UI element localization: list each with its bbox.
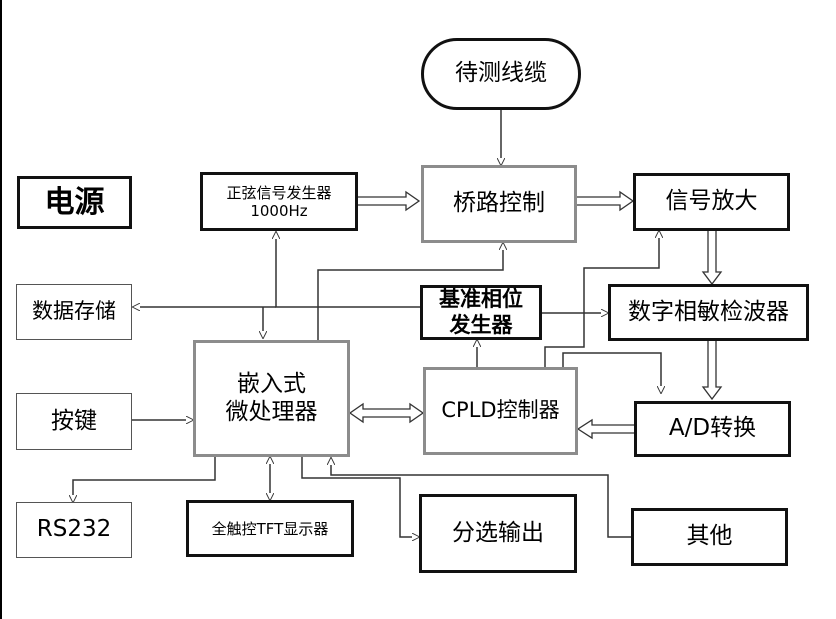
node-reference-phase-generator: 基准相位 发生器 <box>420 285 542 340</box>
node-other-label: 其他 <box>686 523 733 550</box>
node-amp-label: 信号放大 <box>665 188 758 215</box>
node-signal-amplifier: 信号放大 <box>633 173 790 231</box>
node-cable-label: 待测线缆 <box>455 60 547 87</box>
arrow-cpld-to-adc <box>562 352 661 393</box>
node-rs232-label: RS232 <box>36 516 112 543</box>
double-arrow-mcu-cpld <box>348 402 425 424</box>
node-embedded-microprocessor: 嵌入式 微处理器 <box>193 340 350 457</box>
node-sort-output: 分选输出 <box>419 494 577 573</box>
node-sine-label-line1: 正弦信号发生器 <box>226 183 332 202</box>
arrow-mcu-to-bridge <box>317 243 503 340</box>
arrow-other-to-mcu <box>331 458 631 538</box>
arrow-mcu-to-sort <box>301 455 419 537</box>
node-power-label: 电源 <box>44 184 105 220</box>
node-sine-generator: 正弦信号发生器 1000Hz <box>200 172 358 231</box>
node-sine-label-line2: 1000Hz <box>250 201 308 220</box>
node-data-storage: 数据存储 <box>16 284 132 340</box>
node-bridge-control: 桥路控制 <box>421 165 577 243</box>
node-bridge-label: 桥路控制 <box>453 190 545 217</box>
left-border-rule <box>0 0 2 619</box>
double-arrow-bridge-to-amp <box>577 190 635 212</box>
arrow-mcu-to-rs232 <box>73 455 216 502</box>
node-ad-converter: A/D转换 <box>634 401 791 457</box>
node-psd-label: 数字相敏检波器 <box>628 298 789 325</box>
node-mcu-label-line1: 嵌入式 <box>237 370 306 397</box>
node-digital-phase-detector: 数字相敏检波器 <box>608 284 809 341</box>
node-phase-label-line1: 基准相位 <box>439 287 523 312</box>
node-keys-label: 按键 <box>51 407 97 434</box>
arrow-cpld-to-amp <box>544 231 659 367</box>
node-touch-tft-display: 全触控TFT显示器 <box>186 500 354 557</box>
node-cpld-label: CPLD控制器 <box>441 398 560 423</box>
node-mcu-label-line2: 微处理器 <box>225 398 318 425</box>
double-arrow-amp-to-psd <box>701 231 723 286</box>
node-rs232: RS232 <box>16 502 132 558</box>
node-keys: 按键 <box>16 393 132 450</box>
node-adc-label: A/D转换 <box>668 415 757 442</box>
node-cable-under-test: 待测线缆 <box>421 38 581 110</box>
node-tft-label: 全触控TFT显示器 <box>211 519 329 538</box>
node-sort-label: 分选输出 <box>452 519 544 546</box>
double-arrow-sine-to-bridge <box>358 190 421 212</box>
double-arrow-psd-to-adc <box>701 341 723 401</box>
double-arrow-adc-to-cpld <box>576 418 634 440</box>
node-other: 其他 <box>631 508 788 566</box>
node-storage-label: 数据存储 <box>32 299 116 324</box>
node-cpld-controller: CPLD控制器 <box>423 367 578 455</box>
node-power-supply: 电源 <box>17 176 132 229</box>
node-phase-label-line2: 发生器 <box>449 312 513 337</box>
